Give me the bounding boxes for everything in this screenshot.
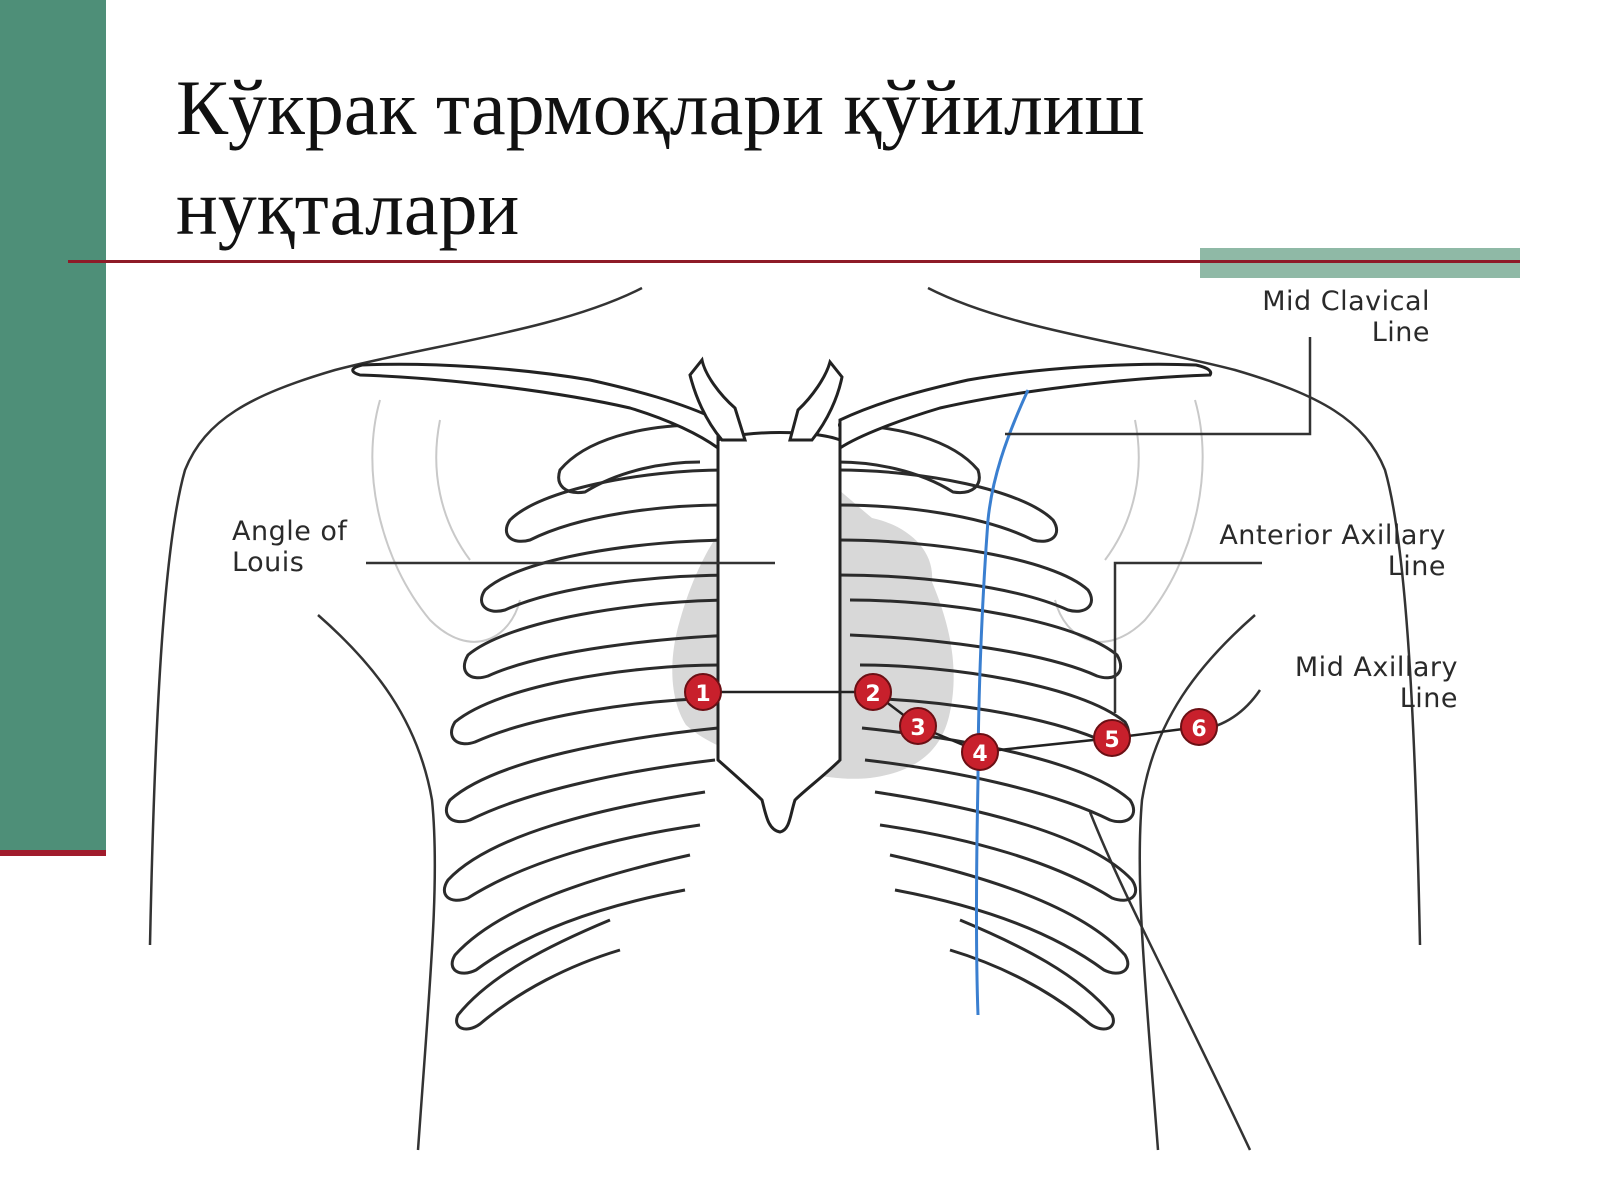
label-anterior-axillary-line-1: Anterior Axillary [1219,520,1446,551]
label-mid-clavical-line-2: Line [1371,317,1430,348]
electrode-v2: 2 [854,673,892,711]
label-leaders [366,337,1312,732]
sidebar-accent-rule [0,850,106,856]
label-mid-clavical-line-1: Mid Clavical [1262,286,1430,317]
mid-clavicular-line [975,389,1030,1016]
label-mid-clavical-line: Mid Clavical Line [1150,286,1430,348]
electrode-v1-label: 1 [695,682,710,707]
electrode-v6-label: 6 [1191,717,1206,742]
electrode-v4-label: 4 [972,742,987,767]
electrode-v5: 5 [1093,719,1131,757]
electrode-v3: 3 [899,707,937,745]
slide-title-line-2: нуқталари [176,164,520,251]
label-angle-of-louis: Angle of Louis [232,516,347,578]
sternum [716,431,842,834]
electrode-v1: 1 [684,673,722,711]
left-ribs [442,423,736,1031]
electrode-v4: 4 [961,733,999,771]
header-accent-block [1200,248,1520,278]
electrode-v3-label: 3 [910,716,925,741]
title-underline [68,260,1520,263]
label-angle-of-louis-line-1: Angle of [232,516,348,547]
label-mid-axillary-line-1: Mid Axillary [1294,652,1458,683]
electrode-v6: 6 [1180,708,1218,746]
label-anterior-axillary-line: Anterior Axillary Line [1100,520,1446,582]
slide-title: Кўкрак тармоқлари қўйилиш нуқталари [176,58,1476,258]
sidebar-accent-bar [0,0,106,850]
label-mid-axillary-line: Mid Axillary Line [1200,652,1458,714]
electrode-v5-label: 5 [1104,728,1119,753]
label-angle-of-louis-line-2: Louis [232,547,305,578]
label-anterior-axillary-line-2: Line [1387,551,1446,582]
electrode-v2-label: 2 [865,682,880,707]
clavicles [351,356,1213,451]
slide-title-line-1: Кўкрак тармоқлари қўйилиш [176,64,1145,151]
label-mid-axillary-line-2: Line [1399,683,1458,714]
torso-outline [148,286,1422,1151]
